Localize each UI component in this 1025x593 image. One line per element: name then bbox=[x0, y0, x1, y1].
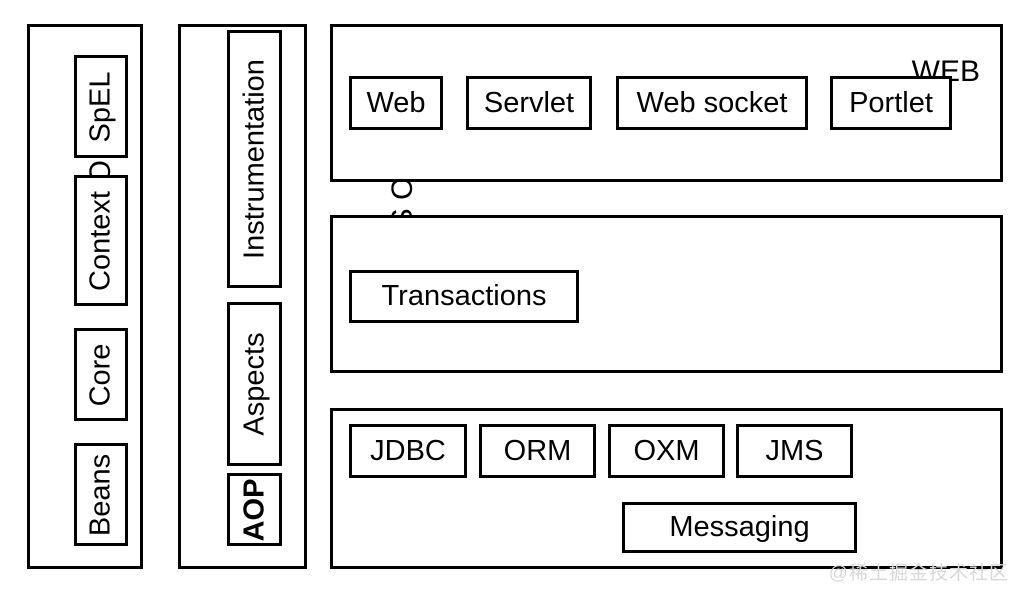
watermark: @稀土掘金技术社区 bbox=[828, 563, 1009, 584]
module-instrumentation-label: Instrumentation bbox=[238, 59, 270, 259]
module-core-label: Core bbox=[84, 343, 117, 406]
module-context[interactable]: Context bbox=[74, 175, 128, 306]
module-portlet[interactable]: Portlet bbox=[830, 76, 952, 130]
module-aop-label: AOP bbox=[238, 478, 270, 541]
module-messaging[interactable]: Messaging bbox=[622, 502, 857, 553]
module-oxm[interactable]: OXM bbox=[608, 424, 725, 478]
module-servlet[interactable]: Servlet bbox=[466, 76, 592, 130]
module-web[interactable]: Web bbox=[349, 76, 443, 130]
module-jdbc[interactable]: JDBC bbox=[349, 424, 467, 478]
module-jms[interactable]: JMS bbox=[736, 424, 853, 478]
module-aop[interactable]: AOP bbox=[227, 473, 282, 546]
module-aspects-label: Aspects bbox=[238, 332, 270, 436]
module-aspects[interactable]: Aspects bbox=[227, 302, 282, 466]
module-spel[interactable]: SpEL bbox=[74, 55, 128, 158]
module-beans-label: Beans bbox=[84, 453, 117, 536]
module-web-socket[interactable]: Web socket bbox=[616, 76, 808, 130]
module-orm[interactable]: ORM bbox=[479, 424, 596, 478]
module-beans[interactable]: Beans bbox=[74, 443, 128, 546]
module-core[interactable]: Core bbox=[74, 328, 128, 421]
module-instrumentation[interactable]: Instrumentation bbox=[227, 30, 282, 288]
module-spel-label: SpEL bbox=[84, 71, 117, 142]
module-context-label: Context bbox=[84, 190, 117, 291]
module-transactions[interactable]: Transactions bbox=[349, 270, 579, 323]
